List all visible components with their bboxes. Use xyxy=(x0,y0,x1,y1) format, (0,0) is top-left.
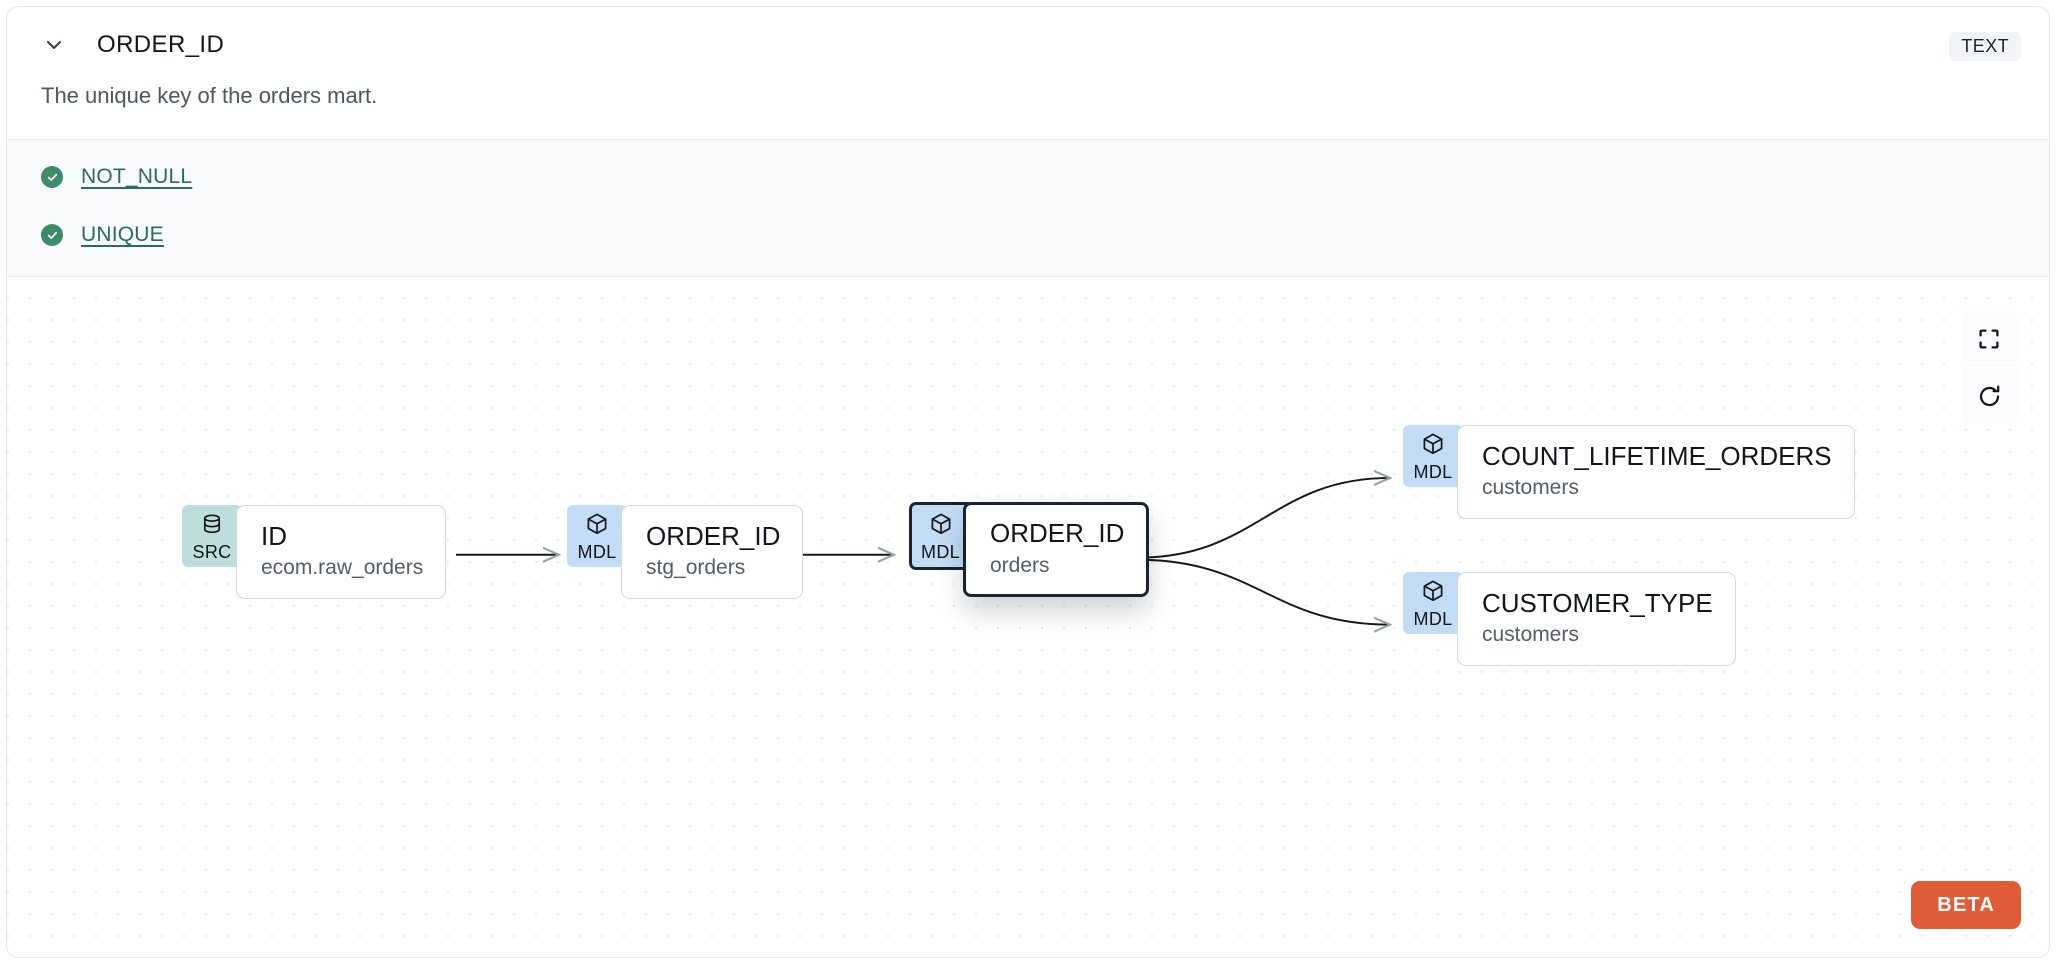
node-source: ecom.raw_orders xyxy=(261,556,424,580)
node-kind-badge: MDL xyxy=(567,505,627,568)
node-name: CUSTOMER_TYPE xyxy=(1482,588,1713,619)
node-body: ORDER_ID stg_orders xyxy=(621,505,804,600)
check-circle-icon xyxy=(41,224,63,247)
card-header: ORDER_ID TEXT xyxy=(7,7,2049,83)
node-name: ORDER_ID xyxy=(646,521,781,552)
node-source: customers xyxy=(1482,623,1579,647)
node-body: ORDER_ID orders xyxy=(963,502,1150,597)
test-row: UNIQUE xyxy=(41,216,2015,254)
chevron-down-icon[interactable] xyxy=(41,32,67,58)
page-title: ORDER_ID xyxy=(97,31,225,58)
test-link-unique[interactable]: UNIQUE xyxy=(81,223,164,247)
node-source: customers xyxy=(1482,476,1579,500)
node-kind-badge: MDL xyxy=(909,502,969,571)
node-name: COUNT_LIFETIME_ORDERS xyxy=(1482,441,1832,472)
node-kind-badge: SRC xyxy=(182,505,242,568)
node-kind-label: MDL xyxy=(577,542,617,563)
canvas-controls xyxy=(1961,311,2017,425)
node-kind-badge: MDL xyxy=(1403,572,1463,635)
lineage-node-customer-type[interactable]: MDL CUSTOMER_TYPE customers xyxy=(1403,572,1736,667)
node-kind-label: SRC xyxy=(192,542,232,563)
beta-badge[interactable]: BETA xyxy=(1911,881,2021,929)
data-type-badge: TEXT xyxy=(1949,32,2021,61)
tests-section: NOT_NULL UNIQUE xyxy=(7,139,2049,278)
lineage-node-orders-order-id[interactable]: MDL ORDER_ID orders xyxy=(909,502,1150,597)
node-name: ORDER_ID xyxy=(990,518,1125,549)
refresh-icon xyxy=(1977,384,2002,409)
node-body: CUSTOMER_TYPE customers xyxy=(1457,572,1736,667)
cube-icon xyxy=(928,511,954,542)
lineage-canvas[interactable]: SRC ID ecom.raw_orders xyxy=(7,277,2049,957)
test-link-not-null[interactable]: NOT_NULL xyxy=(81,165,193,189)
refresh-button[interactable] xyxy=(1961,368,2017,425)
test-row: NOT_NULL xyxy=(41,158,2015,196)
node-kind-badge: MDL xyxy=(1403,425,1463,488)
lineage-node-count-lifetime-orders[interactable]: MDL COUNT_LIFETIME_ORDERS customers xyxy=(1403,425,1855,520)
lineage-node-src-id[interactable]: SRC ID ecom.raw_orders xyxy=(182,505,447,600)
node-source: stg_orders xyxy=(646,556,746,580)
column-description: The unique key of the orders mart. xyxy=(41,83,378,108)
edge xyxy=(1136,559,1390,625)
node-body: COUNT_LIFETIME_ORDERS customers xyxy=(1457,425,1855,520)
column-detail-card: ORDER_ID TEXT The unique key of the orde… xyxy=(6,6,2050,958)
cube-icon xyxy=(1420,431,1446,462)
edge xyxy=(1136,478,1390,560)
cube-icon xyxy=(584,511,610,542)
node-source: orders xyxy=(990,553,1050,577)
node-kind-label: MDL xyxy=(921,542,960,563)
fit-view-button[interactable] xyxy=(1961,311,2017,369)
lineage-edges xyxy=(456,277,2049,957)
node-body: ID ecom.raw_orders xyxy=(236,505,447,600)
cube-icon xyxy=(1420,578,1446,609)
database-icon xyxy=(199,511,225,542)
node-name: ID xyxy=(261,521,287,552)
fullscreen-icon xyxy=(1977,327,2001,351)
check-circle-icon xyxy=(41,166,63,189)
lineage-node-stg-orders-order-id[interactable]: MDL ORDER_ID stg_orders xyxy=(567,505,804,600)
node-kind-label: MDL xyxy=(1413,609,1453,630)
node-kind-label: MDL xyxy=(1413,462,1453,483)
